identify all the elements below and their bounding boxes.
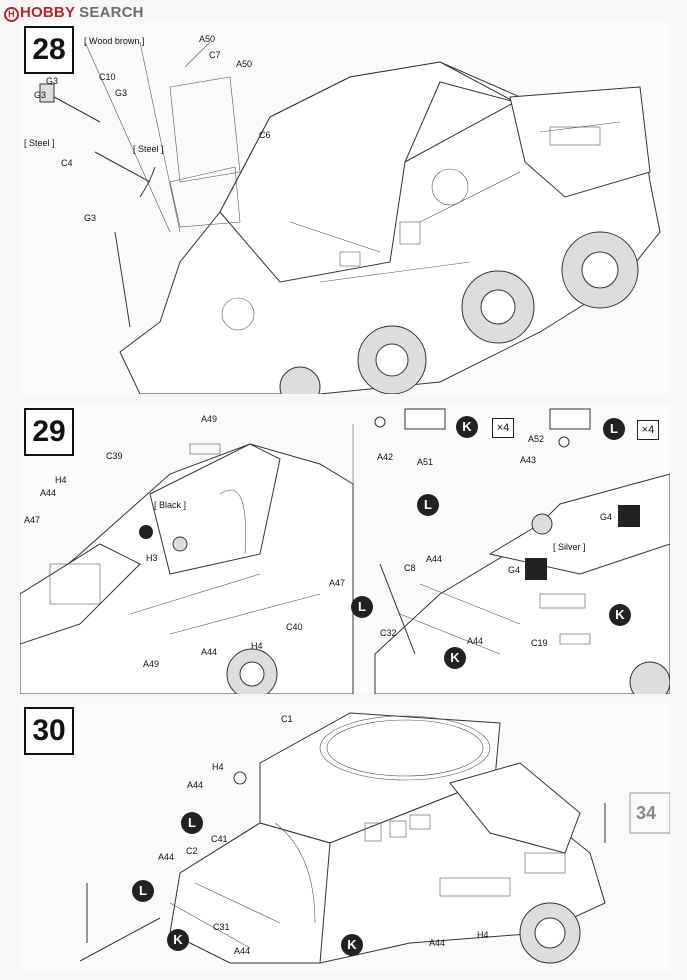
- marker-k: K: [444, 647, 466, 669]
- label-c10: C10: [99, 72, 116, 82]
- label-a44: A44: [426, 554, 443, 564]
- label-c31: C31: [213, 922, 230, 932]
- marker-l: L: [603, 418, 625, 440]
- label-c6: C6: [259, 130, 271, 140]
- marker-k: K: [167, 929, 189, 951]
- label-g4: G4: [600, 512, 613, 522]
- label-a50: A50: [199, 34, 216, 44]
- label-c40: C40: [286, 622, 303, 632]
- label-a52: A52: [528, 434, 545, 444]
- label-h4: H4: [477, 930, 489, 940]
- label-a49: A49: [201, 414, 218, 424]
- marker-k: K: [341, 934, 363, 956]
- watermark-search: SEARCH: [79, 4, 144, 22]
- marker-l: L: [181, 812, 203, 834]
- label-c39: C39: [106, 451, 123, 461]
- label-steel: [ Steel ]: [24, 138, 55, 148]
- label-a42: A42: [377, 452, 394, 462]
- label-c4: C4: [61, 158, 73, 168]
- label-c41: C41: [211, 834, 228, 844]
- marker-l: L: [417, 494, 439, 516]
- quantity-multiplier: ×4: [492, 418, 514, 438]
- label-g3: G3: [34, 90, 47, 100]
- label-h4: H4: [212, 762, 224, 772]
- label-a44: A44: [158, 852, 175, 862]
- label-silver: [ Silver ]: [553, 542, 586, 552]
- label-a44: A44: [40, 488, 57, 498]
- step-30-panel: [20, 703, 670, 971]
- label-a44: A44: [187, 780, 204, 790]
- label-a47: A47: [24, 515, 41, 525]
- step-29-number: 29: [24, 408, 74, 456]
- page-ref-number: 34: [636, 803, 657, 823]
- label-a49: A49: [143, 659, 160, 669]
- label-a47: A47: [329, 578, 346, 588]
- label-c2: C2: [186, 846, 198, 856]
- label-a44: A44: [467, 636, 484, 646]
- step-30-number: 30: [24, 707, 74, 755]
- label-steel: [ Steel ]: [133, 144, 164, 154]
- label-g3: G3: [46, 76, 59, 86]
- label-wood-brown: [ Wood brown ]: [84, 36, 145, 46]
- quantity-multiplier: ×4: [637, 420, 659, 440]
- label-a50: A50: [236, 59, 253, 69]
- step-28-number: 28: [24, 26, 74, 74]
- label-c7: C7: [209, 50, 221, 60]
- label-a44: A44: [234, 946, 251, 956]
- label-h4: H4: [55, 475, 67, 485]
- marker-l: L: [351, 596, 373, 618]
- label-a43: A43: [520, 455, 537, 465]
- label-h4: H4: [251, 641, 263, 651]
- step-28-drawing: [39, 41, 661, 394]
- marker-k: K: [456, 416, 478, 438]
- step-29-drawing: [20, 408, 670, 694]
- label-c32: C32: [380, 628, 397, 638]
- label-a44: A44: [429, 938, 446, 948]
- label-h3: H3: [146, 553, 158, 563]
- label-g3: G3: [115, 88, 128, 98]
- label-a51: A51: [417, 457, 434, 467]
- label-a44: A44: [201, 647, 218, 657]
- marker-l: L: [132, 880, 154, 902]
- paint-swatch-icon: [618, 505, 640, 527]
- logo-mark-icon: H: [4, 6, 19, 22]
- label-c8: C8: [404, 563, 416, 573]
- label-g3: G3: [84, 213, 97, 223]
- label-g4: G4: [508, 565, 521, 575]
- paint-swatch-icon: [525, 558, 547, 580]
- marker-k: K: [609, 604, 631, 626]
- step-28-panel: [20, 22, 670, 394]
- label-c1: C1: [281, 714, 293, 724]
- label-c19: C19: [531, 638, 548, 648]
- step-30-drawing: [79, 712, 670, 964]
- step-29-panel: [20, 404, 670, 694]
- label-black: [ Black ]: [154, 500, 187, 510]
